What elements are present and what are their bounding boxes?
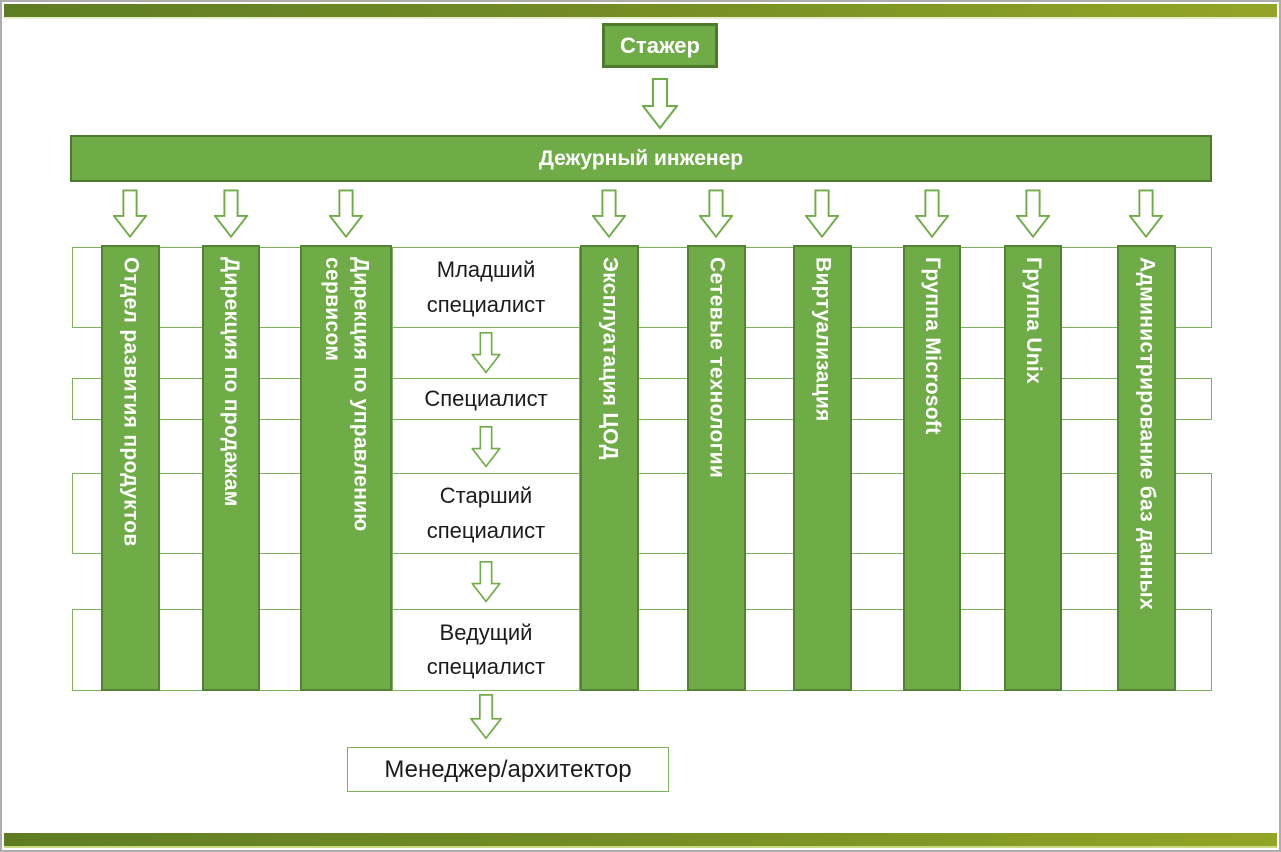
down-arrow-icon <box>466 426 506 468</box>
ladder-step-label: Младший специалист <box>426 257 546 317</box>
branch-column-microsoft-group: Группа Microsoft <box>903 245 961 691</box>
branch-column-database-administration: Администрирование баз данных <box>1117 245 1176 691</box>
ladder-cell-junior-specialist: Младший специалист <box>392 247 580 328</box>
branch-label: Дирекция по управлению сервисом <box>321 257 373 532</box>
down-arrow-icon <box>1016 188 1050 240</box>
duty-engineer-bar: Дежурный инженер <box>70 135 1212 182</box>
branch-label: Дирекция по продажам <box>220 257 244 507</box>
down-arrow-icon <box>214 188 248 240</box>
ladder-arrow-cell <box>392 419 580 474</box>
ladder-step-label: Специалист <box>424 385 548 411</box>
duty-engineer-label: Дежурный инженер <box>538 146 744 170</box>
branch-label: Группа Microsoft <box>921 257 945 435</box>
ladder-arrow-cell <box>392 327 580 379</box>
intern-node: Стажер <box>602 23 718 68</box>
down-arrow-icon <box>915 188 949 240</box>
branch-column-unix-group: Группа Unix <box>1004 245 1062 691</box>
branch-column-sales-directorate: Дирекция по продажам <box>202 245 260 691</box>
ladder-cell-lead-specialist: Ведущий специалист <box>392 609 580 691</box>
down-arrow-icon <box>466 332 506 374</box>
branch-label: Сетевые технологии <box>705 257 729 479</box>
top-accent-strip <box>4 4 1277 19</box>
branch-label: Виртуализация <box>811 257 835 422</box>
branch-column-service-management: Дирекция по управлению сервисом <box>300 245 392 691</box>
down-arrow-icon <box>642 78 678 130</box>
manager-architect-node: Менеджер/архитектор <box>347 747 669 792</box>
down-arrow-icon <box>329 188 363 240</box>
branch-label: Администрирование баз данных <box>1135 257 1159 610</box>
ladder-step-label: Ведущий специалист <box>426 619 546 679</box>
branch-column-network-technologies: Сетевые технологии <box>687 245 746 691</box>
branch-column-datacenter-operations: Эксплуатация ЦОД <box>580 245 639 691</box>
branch-label: Отдел развития продуктов <box>119 257 143 547</box>
ladder-cell-senior-specialist: Старший специалист <box>392 473 580 554</box>
ladder-cell-specialist: Специалист <box>392 378 580 420</box>
branch-label: Группа Unix <box>1022 257 1046 385</box>
branch-label: Эксплуатация ЦОД <box>598 257 622 460</box>
ladder-arrow-cell <box>392 553 580 610</box>
down-arrow-icon <box>466 694 506 740</box>
down-arrow-icon <box>699 188 733 240</box>
ladder-step-label: Старший специалист <box>426 483 546 543</box>
down-arrow-icon <box>592 188 626 240</box>
down-arrow-icon <box>805 188 839 240</box>
branch-column-virtualization: Виртуализация <box>793 245 852 691</box>
down-arrow-icon <box>113 188 147 240</box>
down-arrow-icon <box>466 561 506 603</box>
manager-architect-label: Менеджер/архитектор <box>384 755 632 783</box>
down-arrow-icon <box>1129 188 1163 240</box>
bottom-accent-strip <box>4 833 1277 848</box>
branch-column-product-development: Отдел развития продуктов <box>101 245 160 691</box>
intern-label: Стажер <box>620 32 700 58</box>
